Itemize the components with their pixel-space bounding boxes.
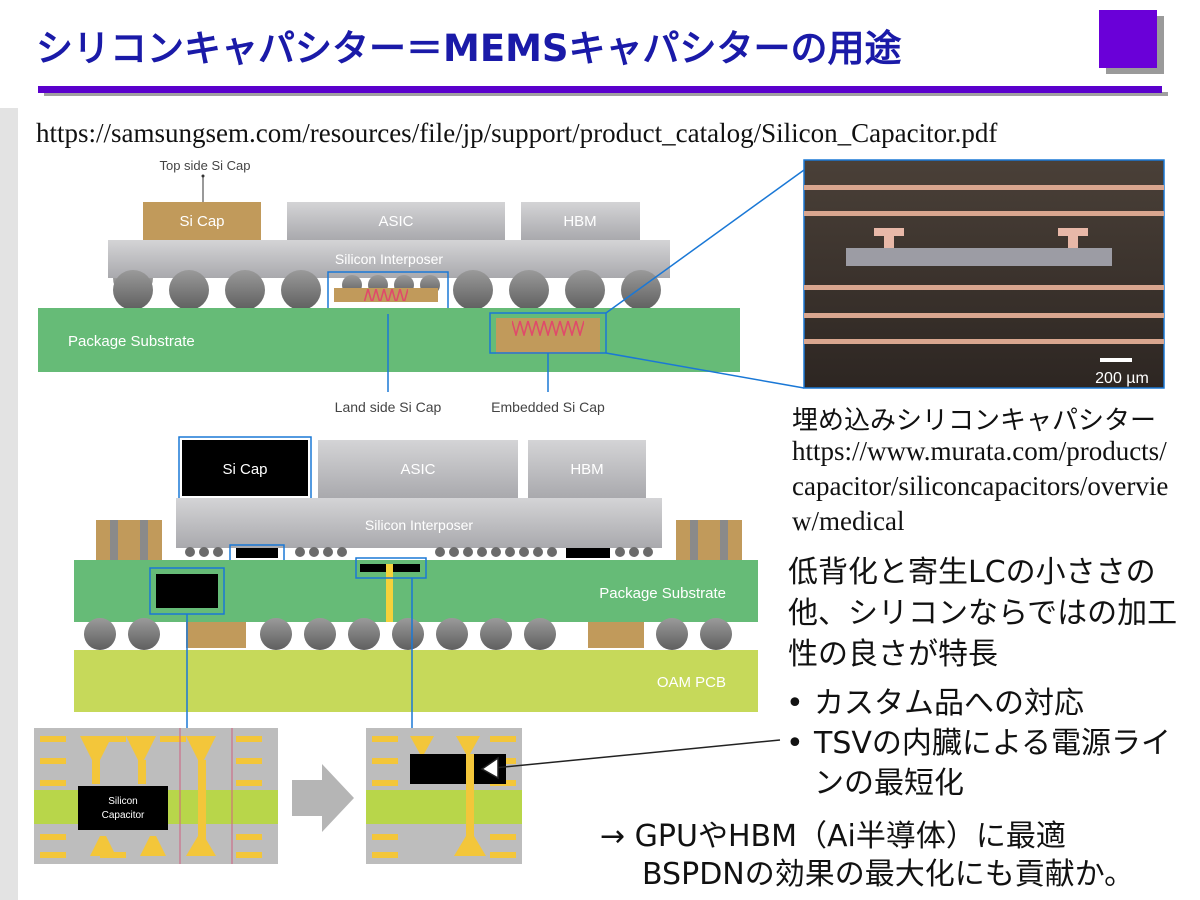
top-side-si-cap-label: Top side Si Cap <box>159 158 250 173</box>
bottom-asic <box>318 440 518 498</box>
photo-source-url[interactable]: https://www.murata.com/products/capacito… <box>792 436 1169 536</box>
feature-text: 低背化と寄生LCの小ささの他、シリコンならではの加工性の良さが特長 <box>788 555 1178 672</box>
oam-pcb <box>74 650 758 712</box>
micro-bumps <box>185 547 653 557</box>
transition-arrow <box>292 764 354 832</box>
bullet-symbol: • <box>786 726 804 761</box>
top-substrate-label: Package Substrate <box>68 333 195 350</box>
left-margin-bar <box>0 108 18 900</box>
top-hbm-label: HBM <box>563 213 596 230</box>
bottom-package-diagram: Si Cap ASIC HBM Silicon Interposer <box>74 436 758 728</box>
top-asic-label: ASIC <box>378 213 413 230</box>
embedded-si-cap-label: Embedded Si Cap <box>491 399 605 415</box>
silicon-capacitor-block <box>78 786 168 830</box>
land-side-si-cap-label: Land side Si Cap <box>335 399 442 415</box>
bottom-si-cap-label: Si Cap <box>222 461 267 478</box>
top-si-cap-label: Si Cap <box>179 213 224 230</box>
pointer-arrowhead <box>480 756 499 780</box>
photo-caption: 埋め込みシリコンキャパシター <box>792 406 1157 436</box>
bottom-interposer <box>176 498 662 548</box>
bottom-solder-balls <box>84 618 732 650</box>
conclusion-line-2: BSPDNの効果の最大化にも貢献か。 <box>642 857 1135 892</box>
photo-scale-label: 200 µm <box>1095 370 1149 387</box>
bottom-top-si-cap <box>182 440 308 496</box>
bottom-hbm <box>528 440 646 498</box>
bullet-item: • カスタム品への対応 <box>786 684 1196 724</box>
bottom-interposer-label: Silicon Interposer <box>365 517 474 533</box>
top-solder-balls <box>113 270 661 310</box>
oam-pcb-label: OAM PCB <box>657 674 726 691</box>
pcb-cross-section-right <box>366 728 522 864</box>
pcb-cross-section-left: Silicon Capacitor <box>34 728 278 864</box>
bullet-text: TSVの内臓による電源ラインの最短化 <box>814 726 1171 801</box>
conclusion: → GPUやHBM（Ai半導体）に最適 BSPDNの効果の最大化にも貢献か。 <box>600 818 1134 894</box>
pointer-line <box>493 739 781 769</box>
source-url[interactable]: https://samsungsem.com/resources/file/jp… <box>36 118 998 148</box>
page-title: シリコンキャパシター＝MEMSキャパシターの用途 <box>36 27 902 70</box>
embedded-capacitor <box>156 574 218 608</box>
title-decoration-square <box>1099 10 1157 68</box>
top-hbm <box>521 202 640 240</box>
left-side-connector <box>96 520 162 562</box>
bullet-symbol: • <box>786 686 804 721</box>
feature-bullet-list: • カスタム品への対応 • TSVの内臓による電源ラインの最短化 <box>786 684 1196 804</box>
top-interposer-label: Silicon Interposer <box>335 251 444 267</box>
silicon-capacitor-label-2: Capacitor <box>102 810 145 821</box>
bottom-substrate-label: Package Substrate <box>599 585 726 602</box>
title-rule-shadow <box>44 92 1168 96</box>
title-rule <box>38 86 1162 93</box>
bottom-asic-label: ASIC <box>400 461 435 478</box>
conclusion-line-1: → GPUやHBM（Ai半導体）に最適 <box>600 819 1066 854</box>
top-asic <box>287 202 505 240</box>
bullet-item: • TSVの内臓による電源ラインの最短化 <box>786 724 1196 804</box>
bullet-text: カスタム品への対応 <box>814 686 1084 721</box>
top-package-diagram: Top side Si Cap Si Cap ASIC HBM Silicon … <box>38 158 805 415</box>
right-side-connector <box>676 520 742 562</box>
top-si-cap <box>143 202 261 240</box>
silicon-capacitor-label-1: Silicon <box>108 796 137 807</box>
cross-section-photo: 200 µm <box>803 159 1165 389</box>
top-substrate <box>38 308 740 372</box>
bottom-hbm-label: HBM <box>570 461 603 478</box>
